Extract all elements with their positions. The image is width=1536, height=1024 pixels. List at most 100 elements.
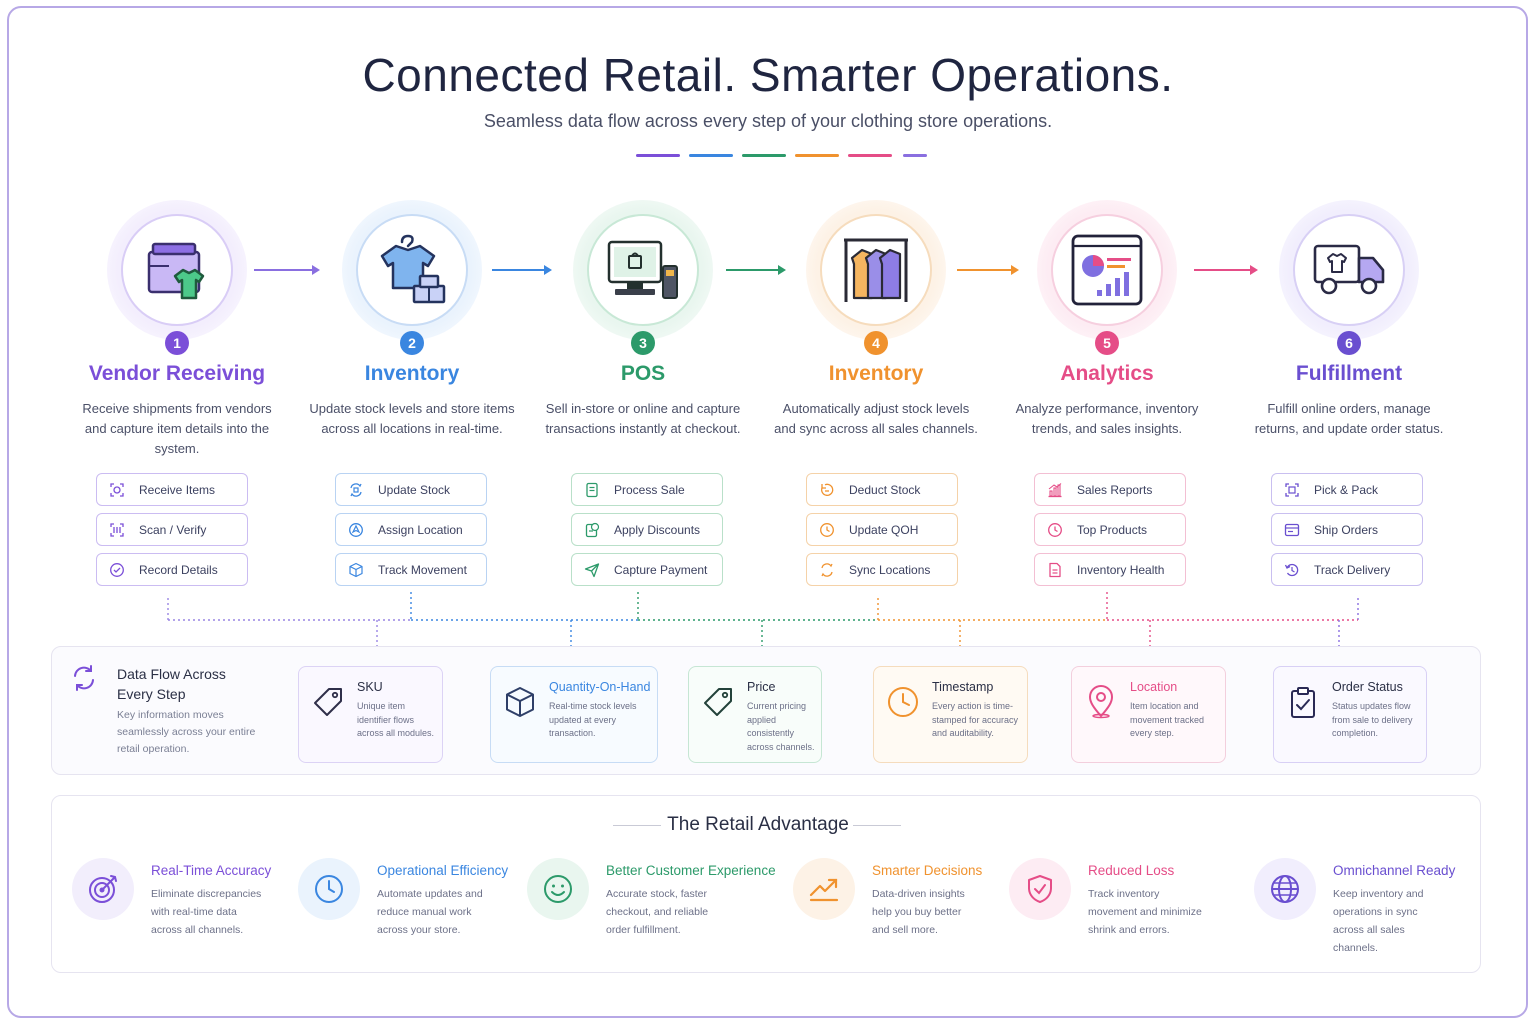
target-icon xyxy=(89,875,117,903)
send-icon xyxy=(584,563,600,578)
advantage-real-time-accuracy: Real-Time Accuracy Eliminate discrepanci… xyxy=(72,858,302,938)
divider xyxy=(853,825,901,826)
ship-orders-button[interactable]: Ship Orders xyxy=(1271,513,1423,546)
step-icon-circle xyxy=(121,214,233,326)
track-movement-button[interactable]: Track Movement xyxy=(335,553,487,586)
step-title: Fulfillment xyxy=(1295,362,1403,385)
page-subtitle: Seamless data flow across every step of … xyxy=(483,111,1053,131)
step-number-badge: 3 xyxy=(631,331,655,355)
clothing-rack-icon xyxy=(844,238,908,302)
step-title: POS xyxy=(620,362,666,385)
location-pin-icon xyxy=(1089,685,1113,719)
data-card-price: Price Current pricing applied consistent… xyxy=(688,666,822,763)
receipt-icon xyxy=(586,482,598,498)
step-icon-circle xyxy=(587,214,699,326)
step-number-badge: 1 xyxy=(165,331,189,355)
accent-bar-pink xyxy=(848,154,892,157)
data-card-location: Location Item location and movement trac… xyxy=(1071,666,1226,763)
pos-terminal-icon xyxy=(607,240,678,299)
update-stock-button[interactable]: Update Stock xyxy=(335,473,487,506)
trend-up-icon xyxy=(809,878,839,902)
delivery-truck-icon xyxy=(1313,244,1385,295)
box-shirt-icon xyxy=(147,242,205,300)
step-description: Fulfill online orders, manage returns, a… xyxy=(1254,401,1444,436)
step-title: Analytics xyxy=(1060,362,1154,385)
inventory-health-button[interactable]: Inventory Health xyxy=(1034,553,1186,586)
clock-icon xyxy=(888,687,918,717)
clock-icon xyxy=(820,523,834,537)
step-icon-circle xyxy=(1051,214,1163,326)
receive-items-button[interactable]: Receive Items xyxy=(96,473,248,506)
tag-icon xyxy=(314,688,342,716)
sync-icon xyxy=(350,483,362,497)
scan-icon xyxy=(110,523,124,537)
dashboard-icon xyxy=(1071,234,1143,306)
accent-bar-violet xyxy=(903,154,927,157)
smiley-icon xyxy=(544,875,572,903)
advantage-smarter-decisions: Smarter Decisions Data-driven insights h… xyxy=(793,858,1023,938)
sales-reports-button[interactable]: Sales Reports xyxy=(1034,473,1186,506)
track-icon xyxy=(1284,563,1299,577)
pick-pack-button[interactable]: Pick & Pack xyxy=(1271,473,1423,506)
step-title: Inventory xyxy=(828,362,924,385)
shield-check-icon xyxy=(1028,875,1052,903)
step-number-badge: 2 xyxy=(400,331,424,355)
update-qoh-button[interactable]: Update QOH xyxy=(806,513,958,546)
step-description: Sell in-store or online and capture tran… xyxy=(545,401,741,436)
step-description: Analyze performance, inventory trends, a… xyxy=(1015,401,1199,436)
pick-icon xyxy=(1285,483,1299,497)
ship-icon xyxy=(1284,523,1300,537)
arrow-right-icon xyxy=(957,265,1019,275)
step-number-badge: 5 xyxy=(1095,331,1119,355)
divider xyxy=(613,825,661,826)
scan-verify-button[interactable]: Scan / Verify xyxy=(96,513,248,546)
step-description: Update stock levels and store items acro… xyxy=(309,401,515,436)
arrow-right-icon xyxy=(726,265,786,275)
sync-locations-button[interactable]: Sync Locations xyxy=(806,553,958,586)
step-title: Inventory xyxy=(364,362,460,385)
step-description: Automatically adjust stock levels and sy… xyxy=(774,401,978,436)
shirt-hanger-icon xyxy=(380,234,446,304)
sync-icon xyxy=(821,563,833,577)
step-title: Vendor Receiving xyxy=(88,362,266,385)
clock-icon xyxy=(315,875,343,903)
step-icon-circle xyxy=(1293,214,1405,326)
apply-discounts-button[interactable]: Apply Discounts xyxy=(571,513,723,546)
assign-location-button[interactable]: Assign Location xyxy=(335,513,487,546)
retail-advantage-panel xyxy=(51,795,1481,973)
step-icon-circle xyxy=(356,214,468,326)
data-flow-description: Key information moves seamlessly across … xyxy=(117,709,256,755)
receive-icon xyxy=(110,483,124,497)
clock-icon xyxy=(1048,523,1062,537)
accent-bar-orange xyxy=(795,154,839,157)
advantage-better-customer-experience: Better Customer Experience Accurate stoc… xyxy=(527,858,776,938)
advantage-omnichannel-ready: Omnichannel Ready Keep inventory and ope… xyxy=(1254,858,1484,954)
deduct-stock-button[interactable]: Deduct Stock xyxy=(806,473,958,506)
data-card-timestamp: Timestamp Every action is time-stamped f… xyxy=(873,666,1028,763)
capture-payment-button[interactable]: Capture Payment xyxy=(571,553,723,586)
discount-icon xyxy=(585,522,600,538)
refresh-icon xyxy=(74,665,94,691)
accent-bar-purple xyxy=(636,154,680,157)
step-number-badge: 6 xyxy=(1337,331,1361,355)
step-number-badge: 4 xyxy=(864,331,888,355)
accent-bar-green xyxy=(742,154,786,157)
step-description: Receive shipments from vendors and captu… xyxy=(82,401,272,456)
check-badge-icon xyxy=(110,563,124,577)
advantage-operational-efficiency: Operational Efficiency Automate updates … xyxy=(298,858,528,938)
minus-cycle-icon xyxy=(821,483,834,496)
track-delivery-button[interactable]: Track Delivery xyxy=(1271,553,1423,586)
clipboard-check-icon xyxy=(1291,687,1315,718)
cube-icon xyxy=(349,562,363,578)
bar-chart-icon xyxy=(1048,483,1062,498)
data-flow-title: Data Flow Across Every Step xyxy=(117,666,226,702)
process-sale-button[interactable]: Process Sale xyxy=(571,473,723,506)
advantage-reduced-loss: Reduced Loss Track inventory movement an… xyxy=(1009,858,1239,938)
globe-icon xyxy=(1271,875,1299,903)
top-products-button[interactable]: Top Products xyxy=(1034,513,1186,546)
retail-advantage-title: The Retail Advantage xyxy=(667,814,849,835)
document-icon xyxy=(1049,562,1061,578)
data-card-sku: SKU Unique item identifier flows across … xyxy=(298,666,443,763)
step-icon-circle xyxy=(820,214,932,326)
record-details-button[interactable]: Record Details xyxy=(96,553,248,586)
